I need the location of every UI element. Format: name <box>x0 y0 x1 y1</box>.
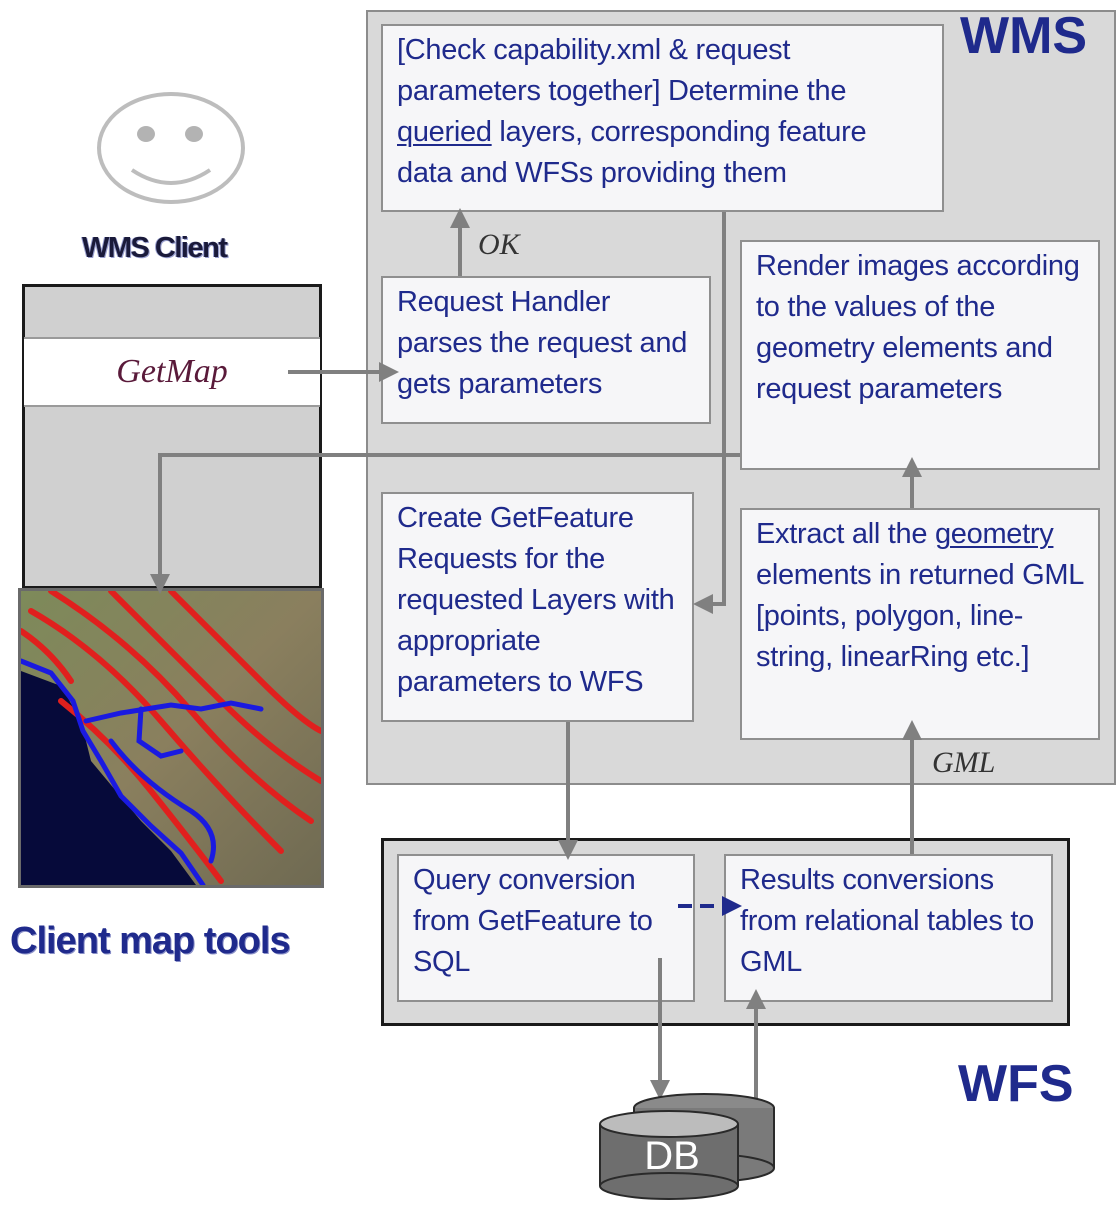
getmap-request[interactable]: GetMap <box>24 337 320 407</box>
db-label: DB <box>644 1134 700 1178</box>
wms-title: WMS <box>960 7 1088 65</box>
getmap-label: GetMap <box>116 353 228 390</box>
smiley-face-icon <box>96 92 246 204</box>
wfs-title: WFS <box>958 1055 1074 1113</box>
render-images-box: Render images according to the values of… <box>740 240 1100 470</box>
client-window <box>22 284 322 589</box>
check-capability-box: [Check capability.xml & request paramete… <box>381 24 944 212</box>
render-to-map-arrow <box>150 453 740 594</box>
client-label: WMS Client <box>82 232 228 264</box>
request-handler-box: Request Handler parses the request and g… <box>381 276 711 424</box>
create-getfeature-box: Create GetFeature Requests for the reque… <box>381 492 694 722</box>
ok-label: OK <box>478 228 520 261</box>
geometry-underlined: geometry <box>934 518 1054 550</box>
gml-label: GML <box>932 746 996 779</box>
client-tools-label: Client map tools <box>10 920 291 962</box>
queried-underlined: queried <box>397 116 492 148</box>
query-conversion-box: Query conversion from GetFeature to SQL <box>397 854 695 1002</box>
check-to-create-arrow <box>693 212 726 614</box>
map-thumbnail-icon <box>18 588 324 888</box>
extract-geometry-box: Extract all the geometry elements in ret… <box>740 508 1100 740</box>
results-conversion-box: Results conversions from relational tabl… <box>724 854 1053 1002</box>
database-icon: DB <box>594 1090 780 1200</box>
